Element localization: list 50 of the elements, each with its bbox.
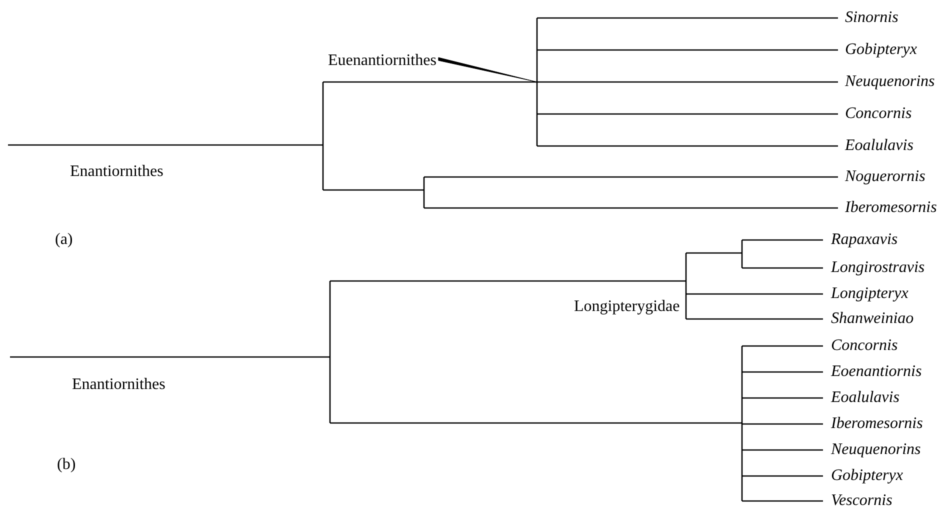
- branch-line: [330, 422, 742, 424]
- taxon-name: Concornis: [845, 105, 912, 122]
- branch-line: [323, 189, 424, 191]
- branch-line: [537, 81, 838, 83]
- taxon-name: Neuquenorins: [831, 441, 921, 458]
- clade-name: Euenantiornithes: [328, 52, 436, 69]
- taxon-name: Concornis: [831, 337, 898, 354]
- taxon-name: Shanweiniao: [831, 310, 914, 327]
- clade-name: Enantiornithes: [72, 376, 166, 394]
- taxon-name: Iberomesornis: [845, 199, 937, 216]
- taxon-name: Eoalulavis: [845, 137, 914, 154]
- branch-line: [742, 371, 823, 373]
- clade-name: Longipterygidae: [574, 298, 680, 316]
- branch-line: [742, 423, 823, 425]
- branch-line: [742, 267, 823, 269]
- branch-line: [686, 293, 823, 295]
- taxon-name: Neuquenorins: [845, 73, 935, 90]
- taxon-name: Iberomesornis: [831, 415, 923, 432]
- branch-line: [8, 144, 323, 146]
- taxon-name: Sinornis: [845, 9, 898, 26]
- taxon-name: Rapaxavis: [831, 231, 898, 248]
- branch-line: [742, 239, 823, 241]
- taxon-name: Eoalulavis: [831, 389, 900, 406]
- branch-line: [330, 280, 686, 282]
- panel-label: (a): [55, 231, 73, 249]
- leader-line: [438, 57, 538, 82]
- taxon-name: Vescornis: [831, 492, 892, 509]
- branch-line: [537, 145, 838, 147]
- taxon-name: Gobipteryx: [845, 41, 917, 58]
- branch-line: [424, 176, 838, 178]
- taxon-name: Longirostravis: [831, 259, 925, 276]
- branch-line: [323, 81, 537, 83]
- branch-line: [424, 207, 838, 209]
- branch-line: [742, 345, 823, 347]
- branch-line: [742, 500, 823, 502]
- branch-line: [537, 113, 838, 115]
- branch-line: [742, 475, 823, 477]
- branch-line: [537, 17, 838, 19]
- taxon-name: Eoenantiornis: [831, 363, 922, 380]
- branch-line: [742, 397, 823, 399]
- taxon-name: Noguerornis: [845, 168, 926, 185]
- taxon-name: Longipteryx: [831, 285, 908, 302]
- branch-line: [10, 356, 330, 358]
- branch-line: [537, 49, 838, 51]
- branch-line: [686, 252, 742, 254]
- clade-name: Enantiornithes: [70, 163, 164, 181]
- branch-line: [742, 449, 823, 451]
- branch-line: [686, 318, 823, 320]
- taxon-name: Gobipteryx: [831, 467, 903, 484]
- panel-label: (b): [57, 456, 76, 474]
